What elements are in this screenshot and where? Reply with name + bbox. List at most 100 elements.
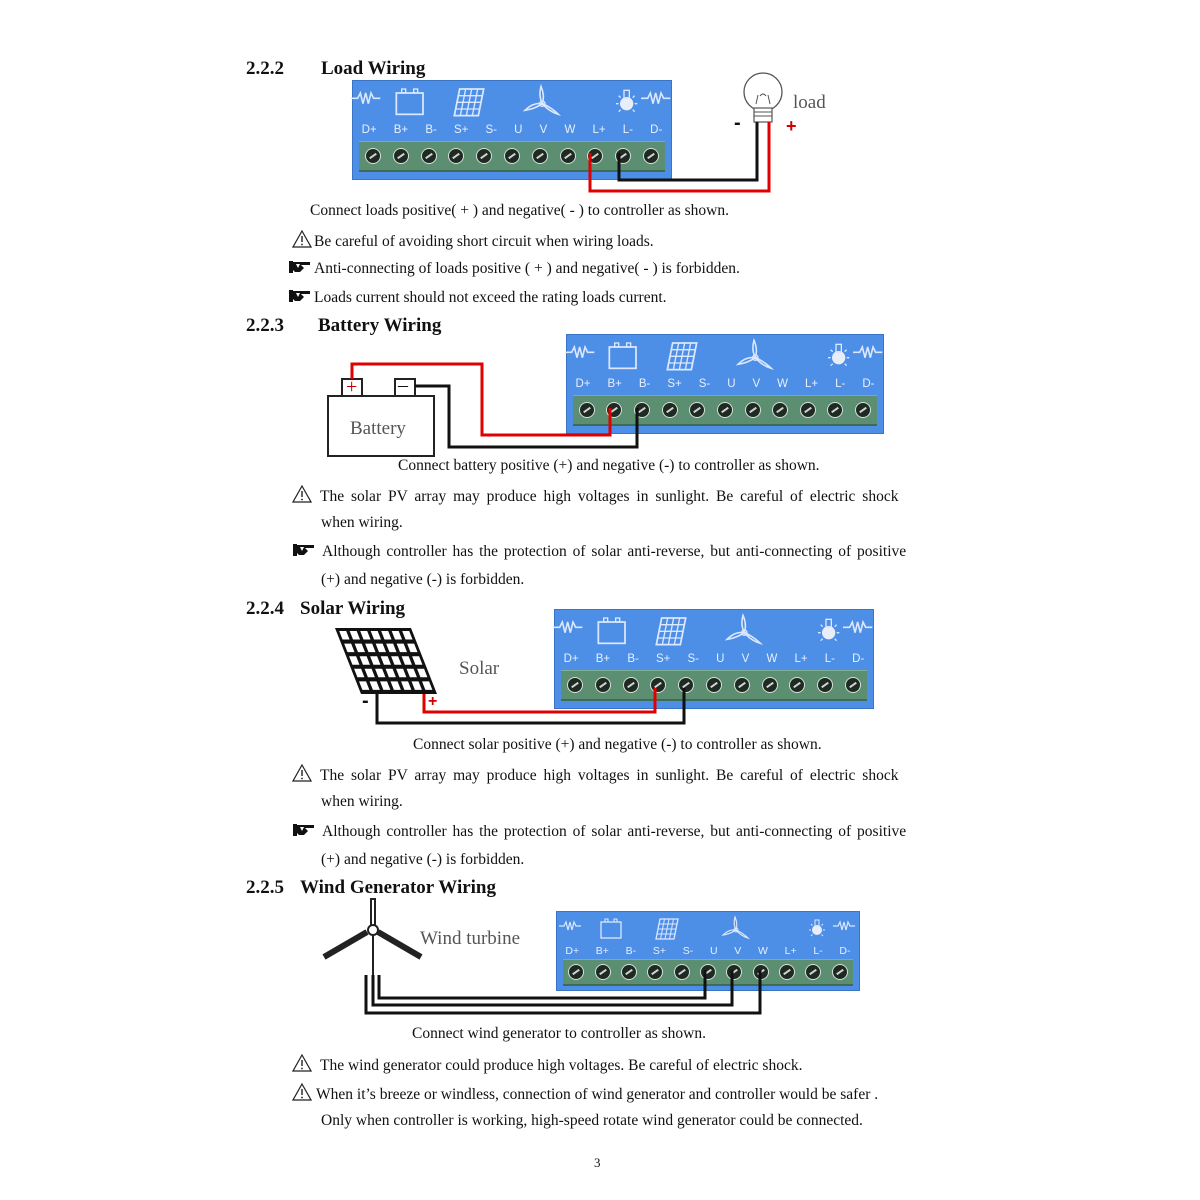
terminal-label: L- <box>622 124 633 136</box>
terminal-screw <box>606 402 623 418</box>
pointing-hand-icon <box>292 822 316 838</box>
terminal-label: W <box>758 945 768 957</box>
terminal-screw <box>831 964 848 980</box>
terminal-screw <box>531 148 548 164</box>
terminal-label: L+ <box>592 124 606 136</box>
terminal-screw <box>827 402 844 418</box>
note-item-continued: Only when controller is working, high-sp… <box>321 1112 863 1129</box>
terminal-label: V <box>741 653 750 665</box>
section-title: Solar Wiring <box>300 598 406 619</box>
note-item: Loads current should not exceed the rati… <box>288 288 667 307</box>
plus-sign: + <box>346 376 358 398</box>
terminal-label: S+ <box>652 945 667 957</box>
resistor-icon <box>640 90 670 104</box>
minus-sign: - <box>734 112 741 134</box>
section-number: 2.2.5 <box>246 877 284 898</box>
note-item: Be careful of avoiding short circuit whe… <box>292 230 654 251</box>
terminal-label: U <box>716 653 725 665</box>
terminal-screw <box>622 677 639 693</box>
warning-icon <box>292 230 312 248</box>
lamp-icon <box>827 343 850 367</box>
note-item: Although controller has the protection o… <box>292 822 906 841</box>
resistor-icon <box>852 344 882 358</box>
terminal-screw <box>726 964 743 980</box>
device-label: Battery <box>350 418 406 439</box>
note-item: The solar PV array may produce high volt… <box>292 764 898 785</box>
terminal-screw <box>364 148 381 164</box>
warning-icon <box>292 1054 312 1072</box>
warning-icon <box>292 485 312 503</box>
panel-icons <box>553 612 873 650</box>
terminal-block <box>359 141 665 172</box>
terminal-label: B- <box>625 945 637 957</box>
terminal-label: D+ <box>575 378 591 390</box>
terminal-screw <box>705 677 722 693</box>
note-item-continued: (+) and negative (-) is forbidden. <box>321 851 525 868</box>
terminal-label: L- <box>824 653 835 665</box>
terminal-label: S+ <box>667 378 682 390</box>
terminal-screw <box>733 677 750 693</box>
terminal-screw <box>817 677 834 693</box>
terminal-screw <box>615 148 632 164</box>
terminal-screw <box>661 402 678 418</box>
minus-sign: – <box>398 374 408 396</box>
wind-turbine-icon <box>721 915 751 940</box>
pointing-hand-icon <box>288 259 312 275</box>
terminal-screw <box>634 402 651 418</box>
terminal-label: L- <box>835 378 846 390</box>
terminal-label: D- <box>852 653 865 665</box>
resistor-icon <box>553 619 583 633</box>
terminal-label: D- <box>862 378 875 390</box>
terminal-label: B- <box>627 653 639 665</box>
battery-icon <box>600 918 622 939</box>
terminal-screw <box>594 964 611 980</box>
solar-panel-icon <box>655 918 679 940</box>
terminal-label: L- <box>813 945 823 957</box>
wind-turbine-icon <box>735 337 774 370</box>
terminal-screw <box>779 964 796 980</box>
panel-icons <box>565 337 883 375</box>
terminal-screw <box>789 677 806 693</box>
lamp-icon <box>615 89 637 113</box>
resistor-icon <box>842 619 872 633</box>
resistor-icon <box>351 90 381 104</box>
terminal-label: D- <box>650 124 663 136</box>
terminal-screw <box>772 402 789 418</box>
terminal-block <box>561 670 867 701</box>
note-item-continued: (+) and negative (-) is forbidden. <box>321 571 525 588</box>
resistor-icon <box>565 344 595 358</box>
section-number: 2.2.3 <box>246 315 284 336</box>
device-label: Wind turbine <box>420 928 521 949</box>
terminal-screw <box>476 148 493 164</box>
battery-icon <box>395 88 424 116</box>
terminal-label: W <box>777 378 789 390</box>
battery-icon <box>597 617 626 645</box>
terminal-label: B+ <box>393 124 409 136</box>
terminal-screw <box>420 148 437 164</box>
terminal-screw <box>744 402 761 418</box>
terminal-screw <box>643 148 660 164</box>
note-item-continued: when wiring. <box>321 793 403 810</box>
solar-panel-icon <box>335 628 437 694</box>
caption: Connect battery positive (+) and negativ… <box>398 457 820 474</box>
terminal-label: S- <box>682 945 694 957</box>
terminal-label: B+ <box>595 945 609 957</box>
terminal-screw <box>594 677 611 693</box>
terminal-label: S- <box>485 124 498 136</box>
wind-turbine-icon <box>724 612 763 645</box>
solar-panel-icon <box>654 617 687 646</box>
device-label: load <box>793 92 826 113</box>
terminal-screw <box>650 677 667 693</box>
